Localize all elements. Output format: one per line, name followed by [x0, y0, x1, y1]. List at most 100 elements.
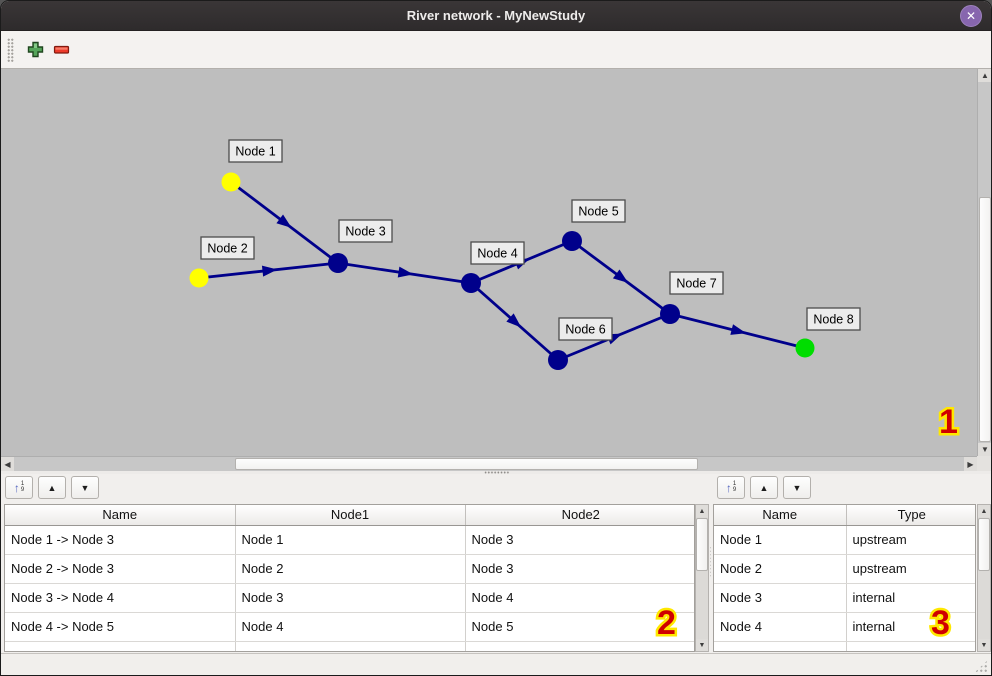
cell[interactable]: Node 3 [465, 525, 694, 555]
links-move-down-button[interactable]: ▼ [71, 476, 99, 499]
cell[interactable]: Node 5 [465, 612, 694, 642]
network-node[interactable] [795, 338, 815, 358]
move-up-icon: ▲ [47, 482, 57, 493]
scroll-left-button[interactable]: ◀ [1, 457, 14, 471]
scroll-down-button[interactable]: ▼ [978, 639, 990, 651]
cell[interactable]: Node 3 [235, 583, 466, 613]
cell[interactable]: internal [846, 583, 975, 613]
node-label-box[interactable] [558, 317, 613, 341]
cell[interactable]: Node 2 [714, 554, 847, 584]
scrollbar-corner [977, 456, 991, 471]
edge-arrow-icon [506, 313, 522, 328]
node-label-box[interactable] [338, 219, 393, 243]
column-header[interactable]: Node1 [235, 505, 466, 526]
move-up-icon: ▲ [759, 482, 769, 493]
node-label: Node 2 [207, 242, 247, 256]
network-node[interactable] [328, 253, 348, 273]
column-header[interactable]: Node2 [465, 505, 694, 526]
scroll-down-button[interactable]: ▼ [978, 443, 991, 456]
cell[interactable]: Node 4 [714, 612, 847, 642]
node-label-box[interactable] [669, 271, 724, 295]
cell[interactable]: Node 3 [714, 583, 847, 613]
cell[interactable]: Node 4 -> Node 5 [5, 612, 236, 642]
window-resize-grip[interactable] [974, 660, 988, 673]
node-label: Node 7 [676, 277, 716, 291]
edge-arrow-icon [612, 269, 629, 283]
cell[interactable]: Node 1 -> Node 3 [5, 525, 236, 555]
nodes-scroll-thumb[interactable] [978, 518, 990, 571]
add-button[interactable] [22, 37, 48, 63]
horizontal-splitter[interactable] [1, 471, 991, 474]
cell[interactable]: Node 4 [465, 583, 694, 613]
scroll-up-button[interactable]: ▲ [978, 69, 991, 82]
node-label-box[interactable] [200, 236, 255, 260]
cell[interactable]: Node 3 [465, 554, 694, 584]
cell[interactable] [714, 641, 847, 651]
scroll-up-button[interactable]: ▲ [978, 505, 990, 517]
nodes-table-scrollbar[interactable]: ▲ ▼ [977, 504, 991, 652]
toolbar-grip[interactable] [7, 37, 14, 62]
links-table-scrollbar[interactable]: ▲ ▼ [695, 504, 709, 652]
cell[interactable]: Node 1 [235, 525, 466, 555]
cell[interactable] [846, 641, 975, 651]
nodes-move-down-button[interactable]: ▼ [783, 476, 811, 499]
canvas-hscroll-thumb[interactable] [235, 458, 698, 470]
node-label-box[interactable] [806, 307, 861, 331]
network-node[interactable] [562, 231, 582, 251]
scroll-right-button[interactable]: ▶ [964, 457, 977, 471]
cell[interactable]: Node 2 -> Node 3 [5, 554, 236, 584]
minus-icon [53, 45, 69, 54]
node-label: Node 4 [477, 247, 517, 261]
network-node[interactable] [189, 268, 209, 288]
canvas-vscroll-thumb[interactable] [979, 197, 991, 442]
column-header[interactable]: Type [846, 505, 975, 526]
table-row [5, 641, 694, 651]
node-label-box[interactable] [571, 199, 626, 223]
cell[interactable]: internal [846, 612, 975, 642]
cell[interactable]: Node 2 [235, 554, 466, 584]
node-label: Node 1 [235, 145, 275, 159]
node-label-box[interactable] [470, 241, 525, 265]
cell[interactable] [5, 641, 236, 651]
links-move-up-button[interactable]: ▲ [38, 476, 66, 499]
nodes-move-up-button[interactable]: ▲ [750, 476, 778, 499]
canvas-vertical-scrollbar[interactable]: ▲ ▼ [977, 69, 991, 456]
cell[interactable]: Node 3 -> Node 4 [5, 583, 236, 613]
cell[interactable] [465, 641, 694, 651]
scroll-down-button[interactable]: ▼ [696, 639, 708, 651]
cell[interactable]: upstream [846, 525, 975, 555]
network-node[interactable] [461, 273, 481, 293]
canvas-horizontal-scrollbar[interactable]: ◀ ▶ [1, 456, 977, 471]
column-header[interactable]: Name [714, 505, 847, 526]
close-button[interactable]: ✕ [960, 5, 982, 27]
network-node[interactable] [660, 304, 680, 324]
remove-button[interactable] [48, 37, 74, 63]
window-title: River network - MyNewStudy [406, 8, 586, 23]
cell[interactable] [235, 641, 466, 651]
plus-icon [27, 41, 43, 58]
network-node[interactable] [221, 172, 241, 192]
cell[interactable]: Node 1 [714, 525, 847, 555]
links-scroll-thumb[interactable] [696, 518, 708, 571]
cell[interactable]: upstream [846, 554, 975, 584]
scroll-up-button[interactable]: ▲ [696, 505, 708, 517]
edge-arrow-icon [730, 324, 747, 335]
column-header[interactable]: Name [5, 505, 236, 526]
network-node[interactable] [548, 350, 568, 370]
titlebar: River network - MyNewStudy ✕ [1, 1, 991, 31]
cell[interactable]: Node 4 [235, 612, 466, 642]
node-label-box[interactable] [228, 139, 283, 163]
